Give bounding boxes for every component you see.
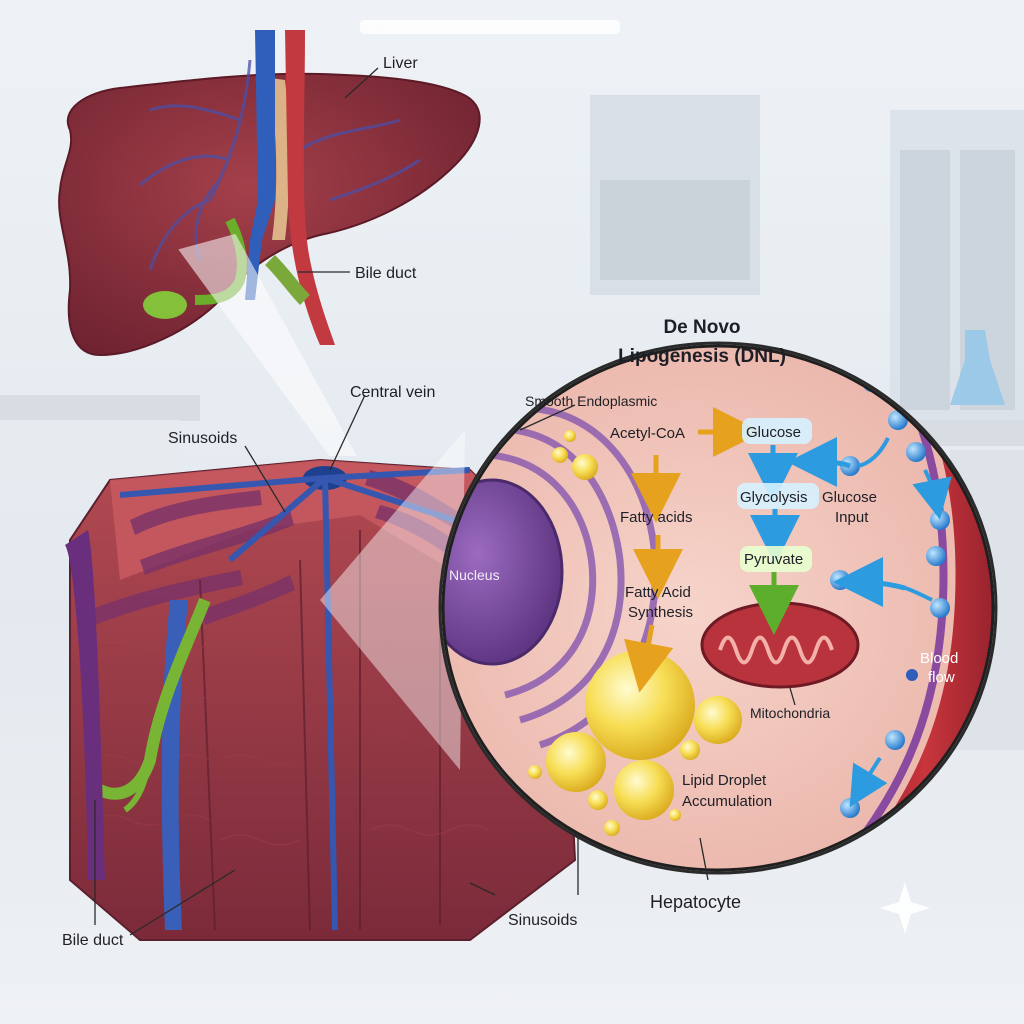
zoom-cone-liver	[178, 233, 357, 456]
label-liver: Liver	[383, 55, 418, 72]
label-glucose-input-line1: Glucose	[822, 489, 877, 506]
ceiling-light	[360, 20, 620, 34]
pyruvate-pill	[740, 546, 812, 572]
liver-organ	[58, 30, 481, 357]
label-fatty-acid-synthesis-line2: Synthesis	[628, 604, 693, 621]
mitochondria	[700, 601, 860, 689]
sparkle-icon	[880, 882, 930, 934]
label-pyruvate: Pyruvate	[744, 551, 803, 568]
hepatic-artery	[285, 30, 335, 345]
zoom-cone-cell	[320, 430, 465, 770]
label-fatty-acids: Fatty acids	[620, 509, 693, 526]
label-glycolysis: Glycolysis	[740, 489, 808, 506]
leader-lines	[94, 67, 796, 936]
label-acetyl-coa: Acetyl-CoA	[610, 425, 685, 442]
label-glucose-input-line2: Input	[835, 509, 869, 526]
lobule-bile-duct	[97, 597, 211, 800]
lobule-section-cuts	[199, 530, 441, 931]
label-fatty-acid-synthesis-line1: Fatty Acid	[625, 584, 691, 601]
label-central-vein: Central vein	[350, 384, 435, 401]
label-sinusoids-top: Sinusoids	[168, 430, 237, 447]
flask-icon	[950, 330, 1005, 405]
pathway-arrows	[623, 407, 952, 808]
hepatocyte-zoom	[438, 341, 998, 875]
label-bile-duct-bottom: Bile duct	[62, 932, 124, 949]
label-blood-flow-line1: Blood	[920, 650, 958, 667]
glucose-pill	[742, 418, 812, 444]
label-sinusoids-bottom: Sinusoids	[508, 912, 577, 929]
diagram-title-line2: Lipogenesis (DNL)	[618, 346, 786, 367]
portal-vein	[245, 30, 275, 300]
lab-bench-left	[0, 395, 200, 421]
zoom-circle-border	[441, 344, 995, 872]
label-mitochondria: Mitochondria	[750, 705, 830, 721]
label-nucleus: Nucleus	[449, 567, 500, 583]
liver-veins	[139, 59, 421, 271]
glycolysis-pill	[737, 483, 819, 509]
label-hepatocyte: Hepatocyte	[650, 892, 741, 912]
label-glucose: Glucose	[746, 424, 801, 441]
gallbladder	[143, 291, 187, 319]
label-smooth-er: Smooth Endoplasmic	[525, 393, 657, 409]
diagram-title-line1: De Novo	[663, 317, 740, 338]
lobule-side-vessel	[65, 530, 105, 880]
common-bile-duct	[264, 255, 311, 305]
label-lipid-droplet-line2: Accumulation	[682, 793, 772, 810]
label-bile-duct-top: Bile duct	[355, 265, 417, 282]
label-blood-flow-line2: flow	[928, 669, 955, 686]
label-lipid-droplet-line1: Lipid Droplet	[682, 772, 767, 789]
